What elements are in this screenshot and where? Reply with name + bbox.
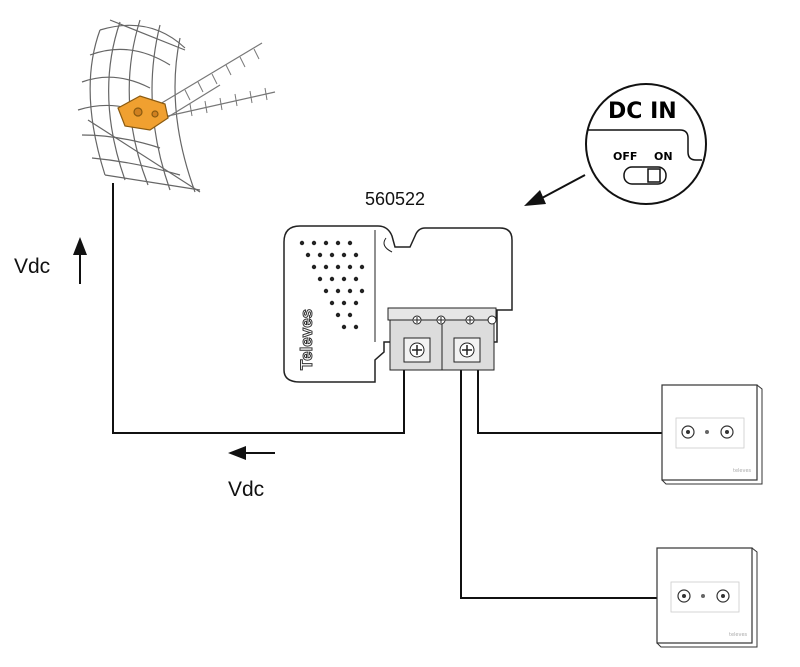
- wall-outlet-icon: televes: [661, 384, 763, 485]
- switch-icon: [623, 166, 667, 185]
- amplifier-brand-logo: Televes: [297, 309, 316, 370]
- arrow-left-icon: [228, 446, 275, 460]
- antenna-directors: [149, 42, 276, 126]
- terminal-screw-2: [453, 337, 481, 363]
- dc-in-title: DC IN: [608, 99, 677, 124]
- cable-amplifier-to-outlet-1: [477, 370, 662, 434]
- dc-in-callout: DC IN OFF ON: [585, 83, 707, 205]
- wall-outlet-brand: televes: [729, 632, 748, 638]
- switch-off-label: OFF: [613, 150, 637, 163]
- amplifier-model-label: 560522: [365, 189, 425, 209]
- amplifier-vent-dots: [299, 240, 365, 330]
- amplifier-terminal-block: [387, 307, 497, 371]
- terminal-screw-1: [403, 337, 431, 363]
- wall-outlet-brand: televes: [733, 468, 752, 474]
- cable-lines: [112, 183, 662, 599]
- antenna-icon: [77, 19, 276, 193]
- arrow-up-icon: [73, 237, 87, 284]
- cable-antenna-to-amplifier: [112, 183, 405, 434]
- switch-on-label: ON: [654, 150, 673, 163]
- vdc-label-up: Vdc: [14, 255, 50, 278]
- antenna-reflector: [77, 19, 201, 193]
- wall-outlet-icon: televes: [656, 547, 758, 648]
- vdc-label-left: Vdc: [228, 478, 264, 501]
- cable-amplifier-to-outlet-2: [460, 370, 657, 599]
- antenna-head: [117, 95, 169, 131]
- amplifier-icon: Televes: [283, 225, 513, 383]
- arrow-callout-icon: [524, 174, 586, 206]
